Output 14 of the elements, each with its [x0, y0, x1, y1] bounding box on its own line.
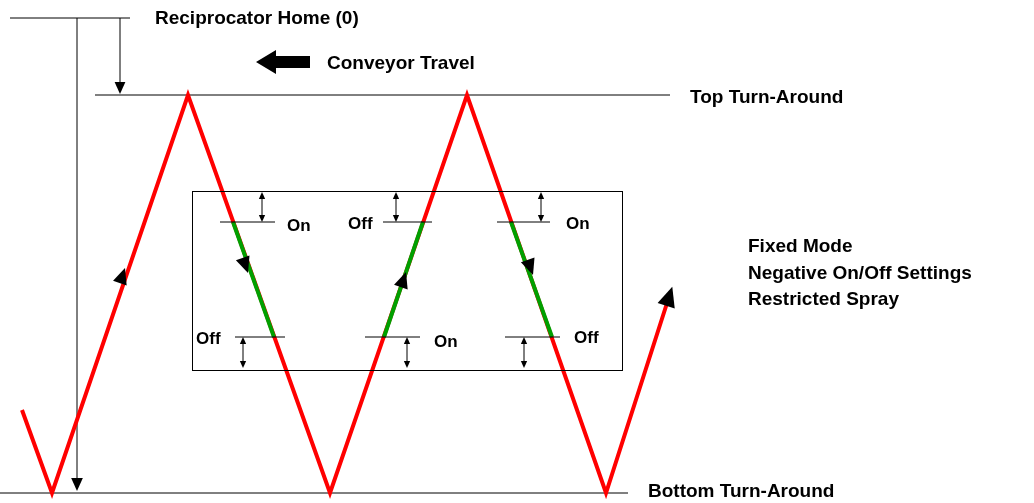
spray-setting-label: Off — [348, 214, 373, 234]
spray-setting-label: Off — [574, 328, 599, 348]
diagram-label: Fixed Mode — [748, 235, 853, 257]
spray-window-box — [192, 191, 623, 371]
spray-setting-label: On — [287, 216, 311, 236]
spray-setting-label: Off — [196, 329, 221, 349]
diagram-label: Bottom Turn-Around — [648, 480, 835, 502]
diagram-label: Restricted Spray — [748, 288, 899, 310]
diagram-label: Reciprocator Home (0) — [155, 7, 359, 29]
diagram-label: Conveyor Travel — [327, 52, 475, 74]
spray-setting-label: On — [566, 214, 590, 234]
spray-setting-label: On — [434, 332, 458, 352]
diagram-label: Negative On/Off Settings — [748, 262, 972, 284]
diagram-label: Top Turn-Around — [690, 86, 844, 108]
